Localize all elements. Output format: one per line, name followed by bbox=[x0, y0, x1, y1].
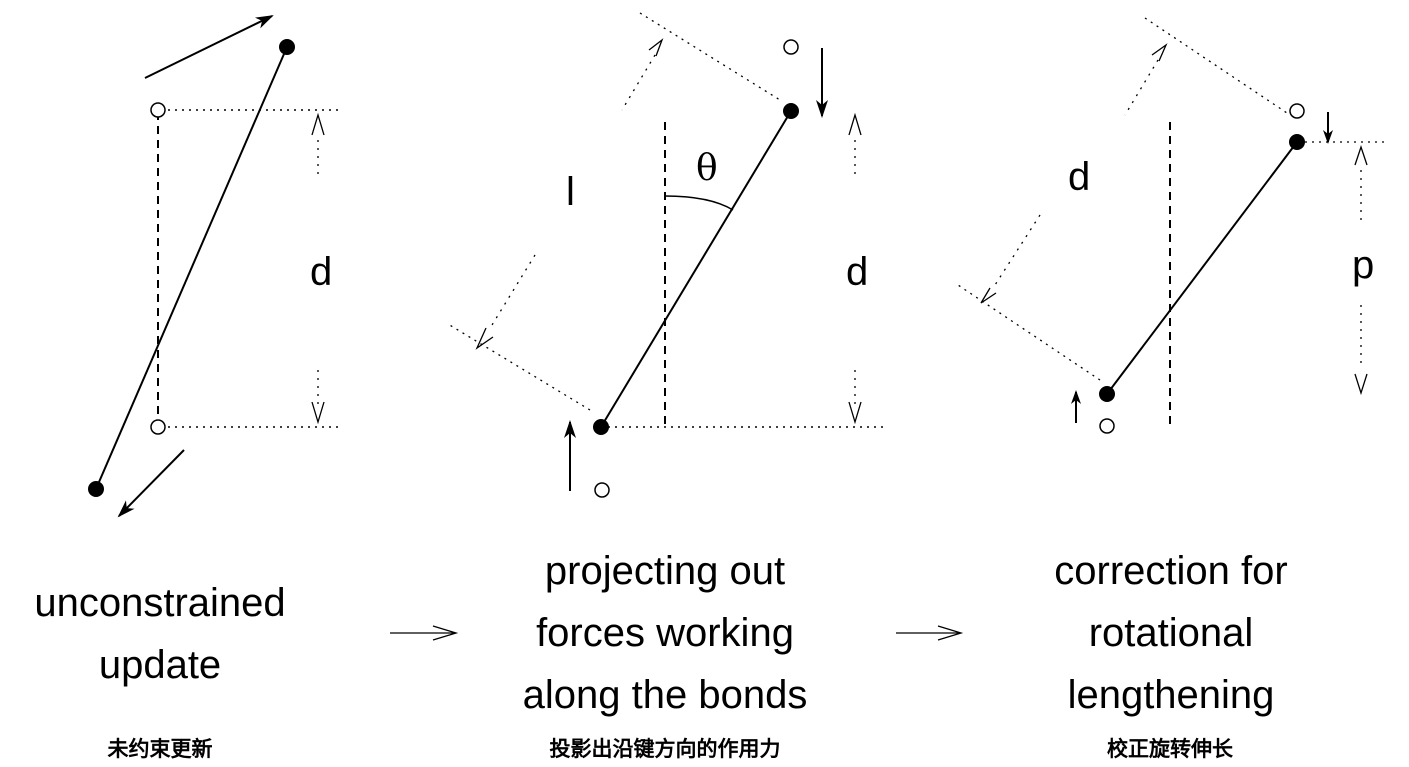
caption-panel-3: correction for rotational lengthening bbox=[1000, 540, 1342, 726]
caption-panel-1: unconstrained update bbox=[0, 572, 320, 696]
projected-atom-bottom bbox=[1099, 418, 1115, 434]
old-atom-bottom bbox=[150, 419, 166, 435]
new-bond bbox=[95, 46, 288, 490]
bond-length-l-dimension bbox=[447, 12, 781, 411]
caption-panel-2: projecting out forces working along the … bbox=[470, 540, 860, 726]
panel-1-unconstrained: d bbox=[88, 15, 342, 518]
theta-angle-arc bbox=[664, 195, 734, 211]
subcaption-panel-1: 未约束更新 bbox=[107, 737, 213, 761]
symbol-d: d bbox=[846, 250, 868, 294]
symbol-l: l bbox=[566, 170, 575, 214]
panel-3-correction: d p bbox=[954, 17, 1385, 434]
panel-2-projection: l θ d bbox=[447, 12, 885, 498]
step-arrow-1 bbox=[390, 625, 459, 641]
caption-line: forces working bbox=[536, 611, 794, 655]
distance-d-dimension bbox=[954, 17, 1291, 381]
distance-p-dimension bbox=[1305, 141, 1385, 396]
unconstrained-atom-top bbox=[783, 39, 799, 55]
distance-d-dimension bbox=[848, 112, 862, 425]
bond bbox=[1106, 141, 1298, 395]
displacement-arrow-top bbox=[144, 15, 274, 79]
new-atom-top bbox=[279, 39, 295, 55]
caption-line: update bbox=[98, 643, 222, 687]
old-atom-top bbox=[150, 102, 166, 118]
projected-atom-top bbox=[1289, 103, 1305, 119]
distance-d-dimension bbox=[311, 112, 325, 425]
caption-line: projecting out bbox=[544, 549, 786, 593]
unconstrained-atom-bottom bbox=[594, 482, 610, 498]
displacement-arrow-bottom bbox=[117, 449, 185, 518]
atom-top bbox=[783, 103, 799, 119]
atom-bottom bbox=[593, 419, 609, 435]
symbol-theta: θ bbox=[696, 148, 718, 189]
atom-top bbox=[1289, 134, 1305, 150]
caption-line: unconstrained bbox=[34, 581, 286, 625]
new-atom-bottom bbox=[88, 481, 104, 497]
caption-line: correction for bbox=[1054, 549, 1288, 593]
caption-line: rotational bbox=[1088, 611, 1254, 655]
subcaption-panel-2: 投影出沿键方向的作用力 bbox=[549, 737, 781, 761]
subcaption-panel-3: 校正旋转伸长 bbox=[1107, 737, 1233, 761]
symbol-d: d bbox=[310, 250, 332, 294]
step-arrow-2 bbox=[896, 625, 964, 641]
caption-line: along the bonds bbox=[522, 673, 808, 717]
atom-bottom bbox=[1099, 386, 1115, 402]
caption-line: lengthening bbox=[1067, 673, 1275, 717]
bond bbox=[600, 110, 792, 428]
symbol-p: p bbox=[1352, 243, 1374, 287]
symbol-d: d bbox=[1068, 155, 1090, 199]
